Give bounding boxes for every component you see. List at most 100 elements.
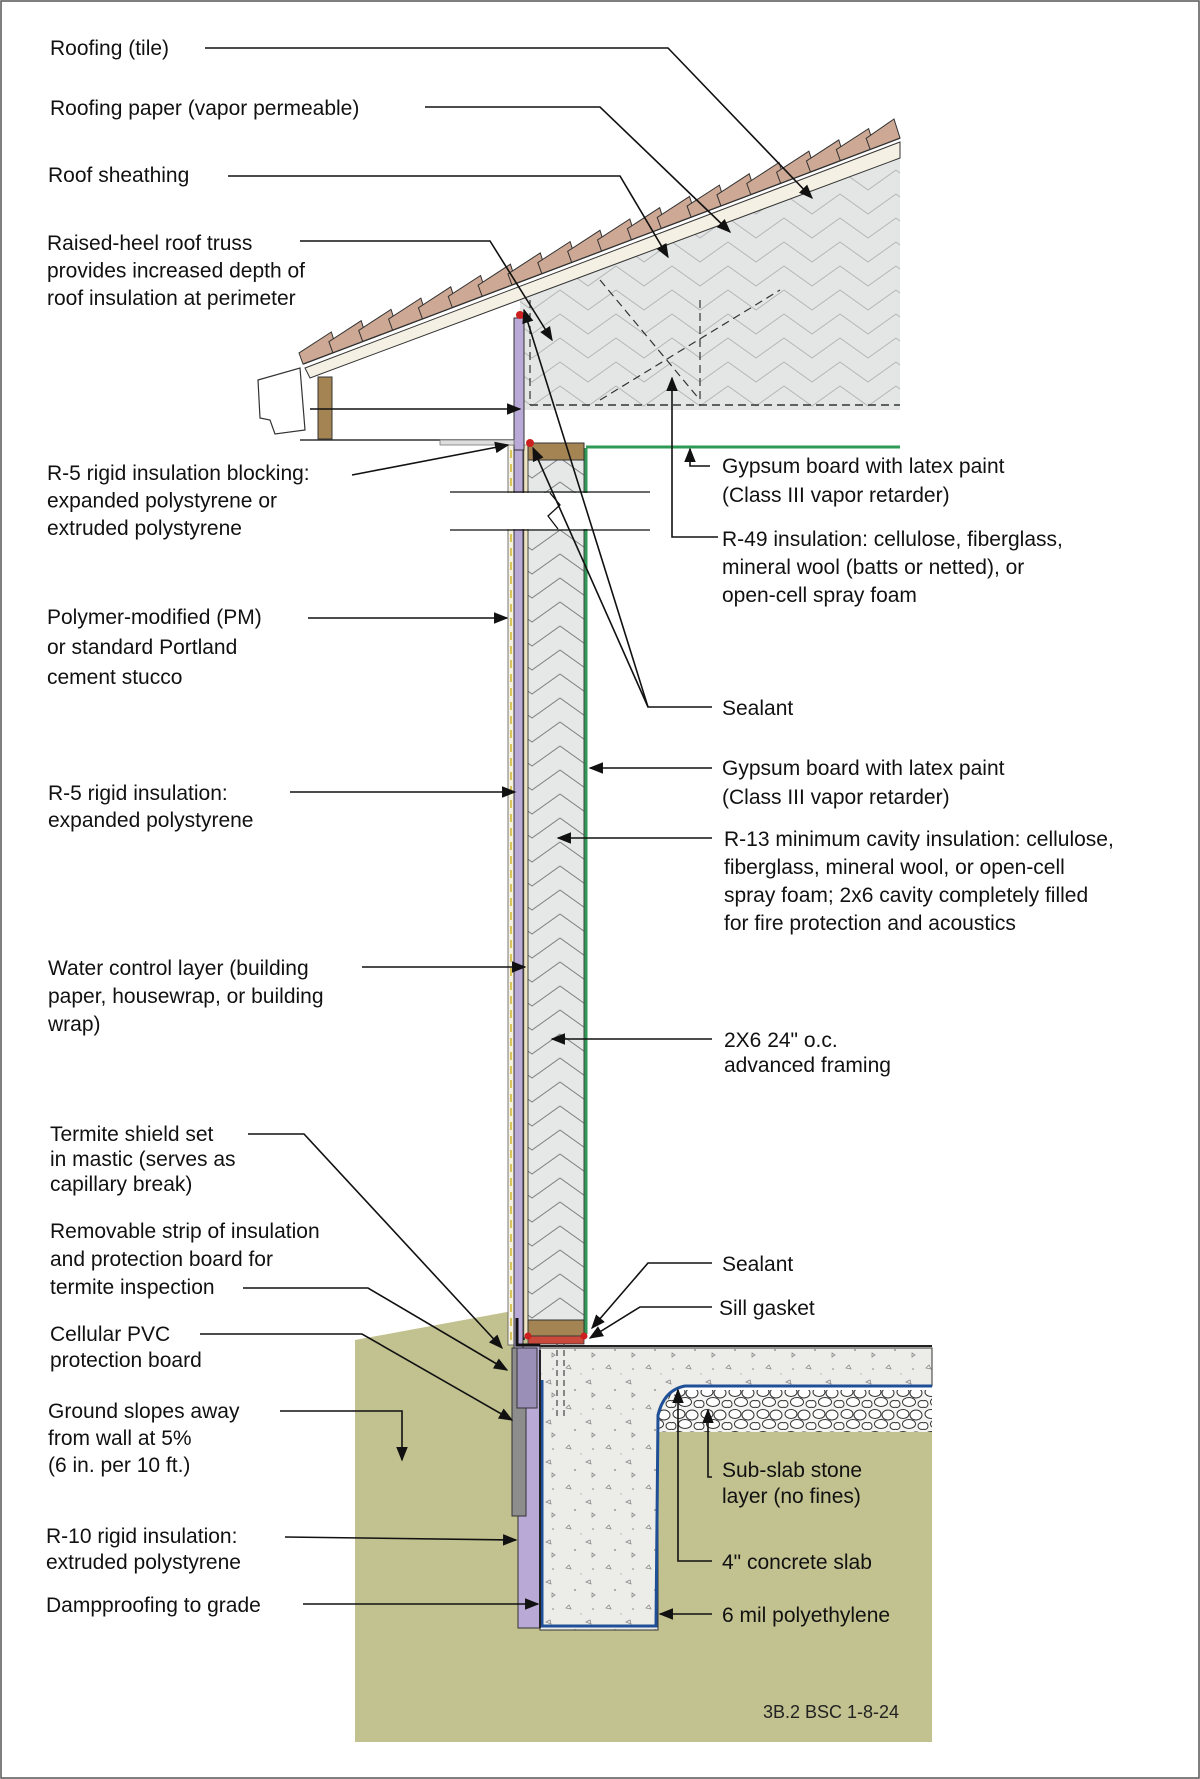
label-line: Cellular PVC — [50, 1323, 170, 1346]
label-line: Roofing paper (vapor permeable) — [50, 97, 359, 120]
label-line: Roof sheathing — [48, 164, 189, 187]
sealant-dot-top — [516, 311, 524, 319]
label-line: roof insulation at perimeter — [47, 287, 296, 310]
label-r5-rigid: R-5 rigid insulation: expanded polystyren… — [48, 782, 253, 832]
roof-tile — [537, 240, 577, 275]
roof-tile — [358, 308, 398, 343]
drawing-id: 3B.2 BSC 1-8-24 — [763, 1702, 899, 1722]
label-line: 2X6 24" o.c. — [724, 1029, 838, 1052]
label-line: Ground slopes away — [48, 1400, 240, 1423]
label-line: Sub-slab stone — [722, 1459, 862, 1482]
leader-lines — [200, 47, 813, 1620]
truss-heel-post — [513, 317, 525, 451]
label-line: extruded polystyrene — [46, 1551, 241, 1574]
label-polyethylene: 6 mil polyethylene — [722, 1604, 890, 1627]
label-dampproofing: Dampproofing to grade — [46, 1594, 261, 1617]
roof-tile — [716, 173, 756, 207]
truss-web — [529, 279, 781, 405]
label-line: Water control layer (building — [48, 957, 309, 980]
label-line: Sealant — [722, 1253, 793, 1276]
label-concrete-slab: 4" concrete slab — [722, 1551, 872, 1574]
label-sealant-bottom: Sealant — [722, 1253, 793, 1276]
roof-tile — [567, 229, 607, 263]
roof-tile — [507, 252, 547, 286]
label-line: in mastic (serves as — [50, 1148, 236, 1171]
label-line: Sill gasket — [719, 1297, 815, 1320]
wall-break — [450, 491, 650, 531]
label-line: for fire protection and acoustics — [724, 912, 1016, 935]
label-line: Polymer-modified (PM) — [47, 606, 262, 629]
label-ground-slope: Ground slopes away from wall at 5% (6 in. … — [48, 1400, 240, 1477]
label-line: paper, housewrap, or building — [48, 985, 324, 1008]
roof-tile — [387, 297, 428, 331]
label-gypsum-wall: Gypsum board with latex paint(Class III … — [722, 757, 1005, 809]
eave-fascia — [257, 367, 306, 435]
roof-tile — [417, 286, 458, 320]
label-line: R-10 rigid insulation: — [46, 1525, 237, 1548]
roof-tile — [865, 118, 901, 150]
label-line: R-5 rigid insulation blocking: — [47, 462, 310, 485]
sealant-dot-mid — [526, 439, 534, 447]
label-line: Removable strip of insulation — [50, 1220, 320, 1243]
label-roof-sheathing: Roof sheathing — [48, 164, 189, 187]
polyethylene-line — [540, 1380, 932, 1628]
wall-sheathing — [523, 444, 529, 1338]
label-line: open-cell spray foam — [722, 584, 917, 607]
label-line: mineral wool (batts or netted), or — [722, 556, 1024, 579]
label-line: Gypsum board with latex paint — [722, 455, 1005, 478]
label-line: capillary break) — [50, 1173, 192, 1196]
roof-tile — [746, 161, 786, 196]
label-r5-blocking: R-5 rigid insulation blocking:expanded p… — [47, 462, 310, 540]
roof-tile — [686, 184, 726, 218]
label-gypsum-ceiling: Gypsum board with latex paint(Class III … — [722, 455, 1005, 507]
label-line: Termite shield set — [50, 1123, 214, 1146]
label-line: Roofing (tile) — [50, 37, 169, 60]
label-line: Dampproofing to grade — [46, 1594, 261, 1617]
label-line: (6 in. per 10 ft.) — [48, 1454, 190, 1477]
label-r10-rigid: R-10 rigid insulation: extruded polystyre… — [46, 1525, 241, 1574]
label-line: Sealant — [722, 697, 793, 720]
roof-tile — [775, 150, 816, 184]
label-line: R-49 insulation: cellulose, fiberglass, — [722, 528, 1063, 551]
label-line: termite inspection — [50, 1276, 215, 1299]
bottom-plate — [527, 1319, 585, 1337]
label-r13-cavity: R-13 minimum cavity insulation: cellulos… — [724, 828, 1114, 935]
label-line: spray foam; 2x6 cavity completely filled — [724, 884, 1088, 907]
sub-slab-stone — [658, 1390, 932, 1432]
label-roofing-paper: Roofing paper (vapor permeable) — [50, 97, 359, 120]
roof-tile — [328, 319, 368, 354]
label-line: and protection board for — [50, 1248, 273, 1271]
label-group: Roofing (tile) Roofing paper (vapor perme… — [46, 37, 1114, 1627]
anchor-bolt — [556, 1330, 565, 1420]
label-line: from wall at 5% — [48, 1427, 192, 1450]
removable-strip — [516, 1347, 538, 1409]
stud-cavity-insulation — [527, 459, 585, 1333]
label-line: extruded polystyrene — [47, 517, 242, 540]
label-line: R-5 rigid insulation: — [48, 782, 228, 805]
label-water-control: Water control layer (building paper, hous… — [47, 957, 324, 1036]
label-roofing-tile: Roofing (tile) — [50, 37, 169, 60]
sealant-dot-bottom — [524, 1332, 532, 1340]
roof-tiles — [298, 118, 901, 365]
label-line: 4" concrete slab — [722, 1551, 872, 1574]
label-line: Gypsum board with latex paint — [722, 757, 1005, 780]
roof-tile — [596, 218, 637, 252]
label-line: 6 mil polyethylene — [722, 1604, 890, 1627]
label-removable-strip: Removable strip of insulation and protect… — [50, 1220, 320, 1299]
label-line: expanded polystyrene — [48, 809, 253, 832]
termite-shield — [515, 1318, 540, 1347]
eave-block — [317, 376, 333, 440]
label-line: fiberglass, mineral wool, or open-cell — [724, 856, 1065, 879]
roof-sheathing — [304, 141, 901, 379]
label-stucco: Polymer-modified (PM)or standard Portlan… — [47, 606, 262, 689]
roof-tile — [447, 274, 488, 309]
label-line: Raised-heel roof truss — [47, 232, 252, 255]
label-sealant-top: Sealant — [722, 697, 793, 720]
